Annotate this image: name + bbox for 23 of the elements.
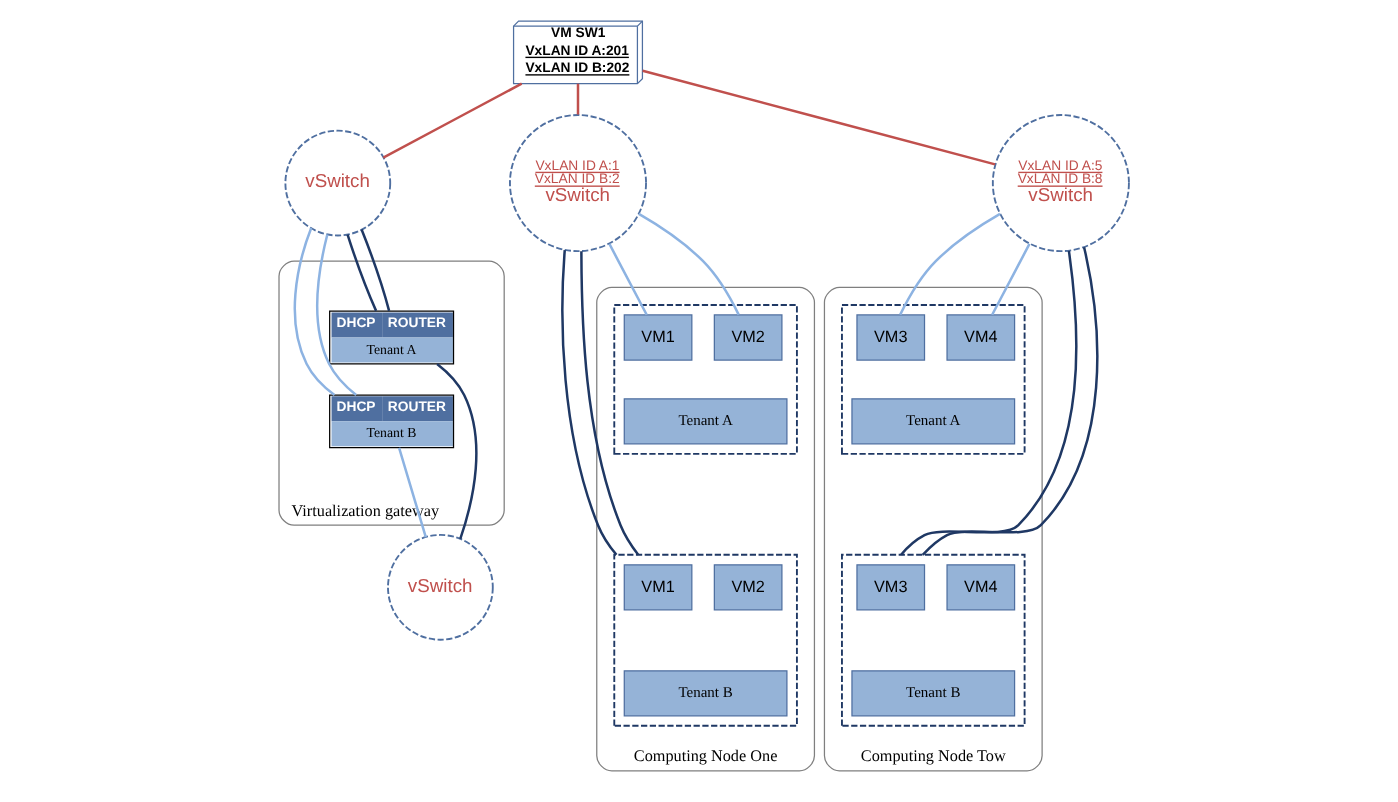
connector: [642, 69, 996, 166]
cluster: [841, 304, 1026, 455]
connector: [360, 229, 391, 312]
connector: [899, 212, 1001, 316]
connector: [900, 250, 1078, 556]
connector: [608, 243, 648, 316]
connector: [638, 212, 740, 316]
connector: [397, 447, 427, 538]
connector: [921, 246, 1099, 556]
connector: [436, 363, 478, 540]
connector: [991, 243, 1031, 316]
connector: [315, 234, 357, 396]
node-circle: vSwitch: [387, 534, 494, 641]
cluster: [613, 304, 798, 455]
connector: [346, 234, 378, 312]
connector: [382, 82, 523, 159]
connector: [576, 83, 580, 115]
cluster: [841, 553, 1026, 727]
node-circle: vSwitch: [284, 129, 392, 237]
cluster: [613, 553, 798, 727]
connector: [561, 249, 618, 556]
connector: [580, 251, 640, 556]
connector: [293, 227, 336, 396]
